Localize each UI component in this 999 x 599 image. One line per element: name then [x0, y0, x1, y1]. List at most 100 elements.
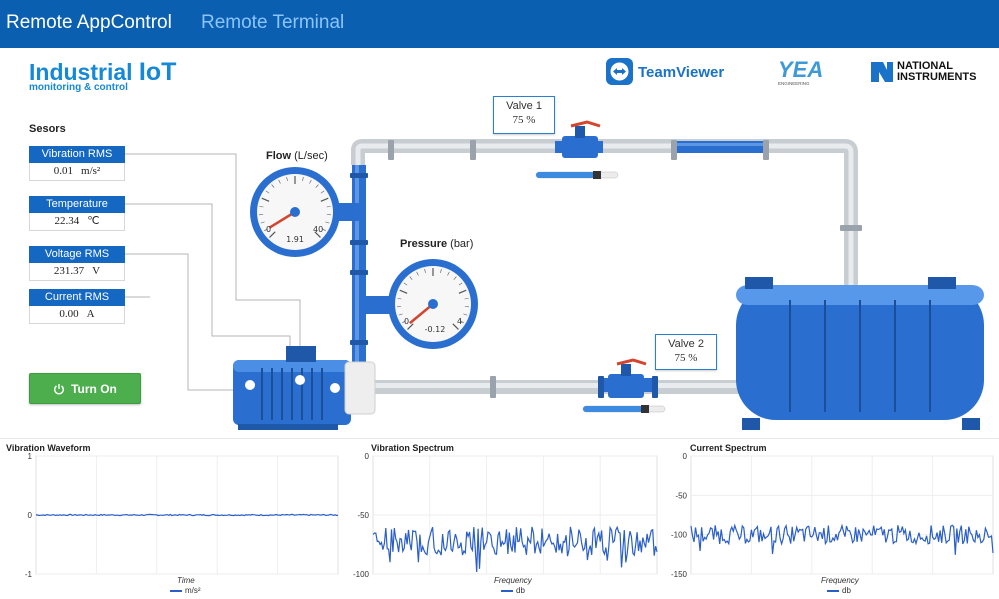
svg-text:-0.12: -0.12	[425, 325, 446, 334]
gauge-tick	[326, 206, 331, 208]
valve-2-readout: Valve 2 75 %	[655, 334, 717, 370]
app-title: Industrial IoT	[29, 58, 177, 86]
gauge-tick	[278, 179, 281, 184]
chart-title: Vibration Spectrum	[371, 443, 454, 453]
y-tick-label: 1	[28, 452, 33, 461]
valve-2[interactable]	[608, 358, 647, 398]
gauge-tick	[325, 221, 330, 224]
sensor-label: Vibration RMS	[29, 146, 125, 163]
turn-on-button[interactable]: Turn On	[29, 373, 141, 404]
pressure-gauge-label: Pressure (bar)	[400, 238, 474, 250]
gauge-tick	[315, 184, 319, 188]
vibration-spectrum-chart: Vibration Spectrum 0-50-100 Frequency db	[345, 440, 665, 598]
sensor-temperature: Temperature 22.34℃	[29, 196, 125, 231]
gauge-tick	[322, 228, 326, 232]
svg-text:4: 4	[457, 317, 462, 326]
chart-plot: 0 -50 -100	[353, 452, 658, 579]
vibration-waveform-chart: Vibration Waveform 1 0 -1 Time m/s²	[0, 440, 345, 598]
gauge-tick	[260, 221, 265, 224]
valve-2-slider[interactable]	[582, 405, 666, 413]
chart-plot: 0 -50 -100 -150	[671, 452, 994, 579]
sensor-value: 22.34℃	[29, 213, 125, 231]
svg-text:0: 0	[266, 225, 271, 234]
sensors-heading: Sesors	[29, 123, 66, 135]
svg-text:INSTRUMENTS: INSTRUMENTS	[897, 71, 976, 83]
svg-text:YEA: YEA	[778, 57, 823, 82]
sensor-label: Current RMS	[29, 289, 125, 306]
chart-legend: db	[501, 586, 525, 595]
svg-text:0: 0	[404, 317, 409, 326]
gauge-tick	[320, 190, 325, 194]
x-axis-label: Time	[177, 576, 195, 585]
gauge-tick	[271, 184, 275, 188]
gauge-tick	[259, 206, 264, 208]
y-tick-label: -50	[675, 491, 687, 500]
tab-remote-appcontrol[interactable]: Remote AppControl	[6, 12, 172, 33]
chart-title: Vibration Waveform	[6, 443, 91, 453]
sensor-label: Voltage RMS	[29, 246, 125, 263]
plot-area	[690, 455, 994, 575]
gauge-tick	[458, 289, 467, 294]
gauge-tick	[440, 268, 442, 273]
gauge-tick	[402, 320, 406, 324]
series-line	[372, 525, 658, 573]
gauge-tick	[261, 197, 270, 202]
national-instruments-logo: NATIONAL INSTRUMENTS	[871, 56, 989, 91]
tab-remote-terminal[interactable]: Remote Terminal	[201, 12, 345, 33]
gauge-tick	[447, 271, 450, 276]
motor	[233, 346, 376, 430]
x-axis-label: Frequency	[821, 576, 859, 585]
gauge-tick	[458, 282, 463, 286]
flow-gauge-label: Flow (L/sec)	[266, 150, 328, 162]
gauge-tick	[424, 268, 426, 273]
chart-legend: m/s²	[170, 586, 201, 595]
gauge-tick	[309, 179, 312, 184]
svg-text:TeamViewer: TeamViewer	[638, 64, 724, 81]
y-tick-label: -1	[25, 570, 33, 579]
gauge-tick	[407, 323, 414, 330]
valve-1-slider[interactable]	[535, 171, 619, 179]
gauge-tick	[314, 231, 321, 238]
svg-text:40: 40	[313, 225, 323, 234]
gauge-tick	[452, 323, 459, 330]
y-tick-label: 0	[28, 511, 33, 520]
gauge-tick	[265, 190, 270, 194]
svg-text:NATIONAL: NATIONAL	[897, 60, 953, 72]
svg-text:1.91: 1.91	[286, 235, 304, 244]
gauge-tick	[453, 276, 457, 280]
pressure-gauge: 0 4 -0.12	[388, 259, 478, 349]
gauge-tick	[286, 176, 288, 181]
gauge-tick	[416, 271, 419, 276]
y-tick-label: -150	[671, 570, 688, 579]
pipe-flanges	[350, 140, 862, 398]
gauge-tick	[460, 320, 464, 324]
teamviewer-logo: TeamViewer	[606, 57, 731, 92]
y-tick-label: 0	[683, 452, 688, 461]
gauge-tick	[397, 298, 402, 300]
gauge-tick	[302, 176, 304, 181]
gauge-tick	[464, 298, 469, 300]
charts-divider	[0, 438, 999, 439]
svg-text:ENGINEERING: ENGINEERING	[778, 81, 810, 86]
flow-gauge: 0 40 1.91	[250, 167, 340, 257]
valve-1-readout: Valve 1 75 %	[493, 96, 555, 134]
y-tick-label: -50	[357, 511, 369, 520]
y-tick-label: -100	[353, 570, 370, 579]
gauge-tick	[398, 313, 403, 316]
yea-engineering-logo: YEA ENGINEERING	[776, 55, 832, 92]
gauge-tick	[409, 276, 413, 280]
gauge-tick	[403, 282, 408, 286]
current-spectrum-chart: Current Spectrum 0-50-100-150 Frequency …	[665, 440, 999, 598]
y-tick-label: 0	[365, 452, 370, 461]
sensor-label: Temperature	[29, 196, 125, 213]
chart-legend: db	[827, 586, 851, 595]
valve-1[interactable]	[562, 120, 601, 158]
app-subtitle: monitoring & control	[29, 82, 128, 93]
y-tick-label: -100	[671, 531, 688, 540]
